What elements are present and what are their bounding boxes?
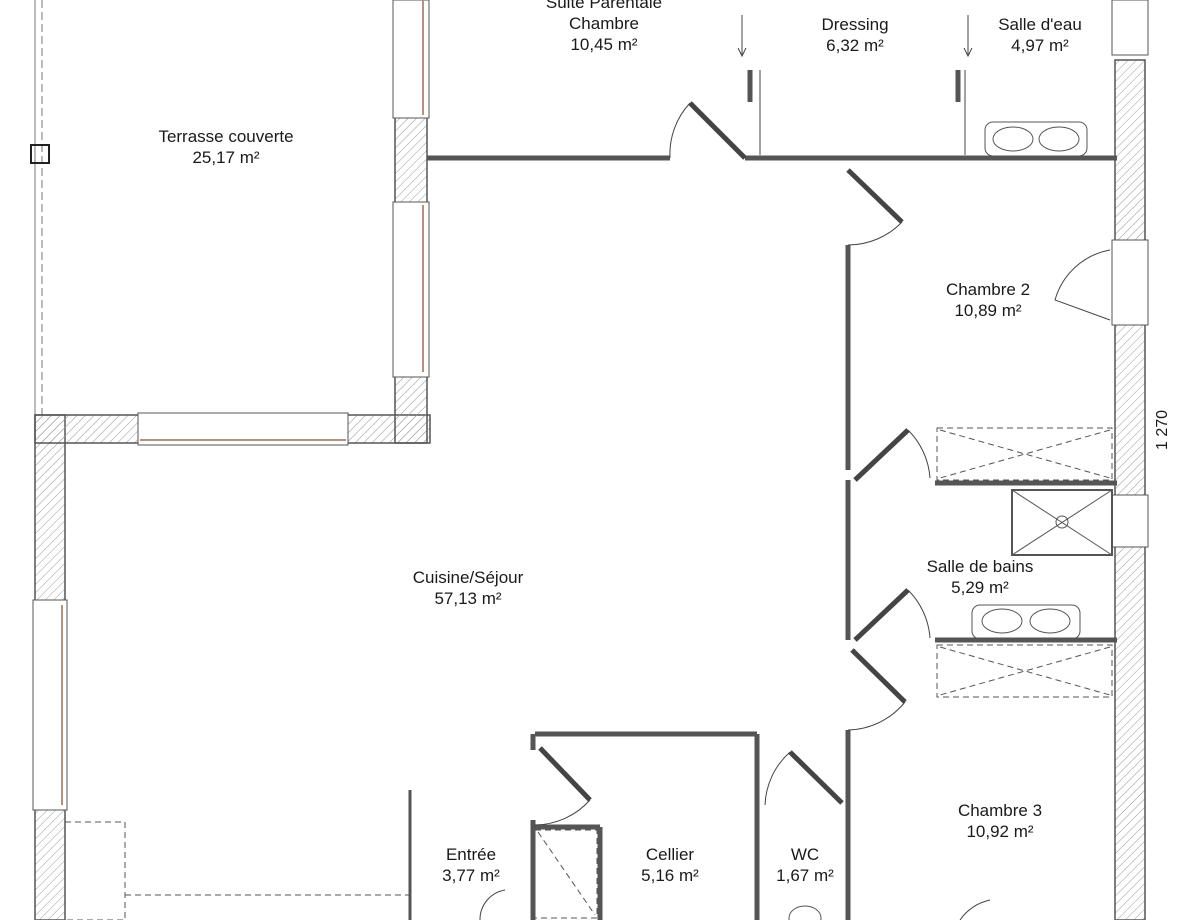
room-name: Chambre bbox=[569, 14, 639, 33]
room-label-salle-eau: Salle d'eau 4,97 m² bbox=[998, 14, 1082, 56]
room-area: 25,17 m² bbox=[192, 148, 260, 167]
room-area: 10,45 m² bbox=[570, 35, 638, 54]
room-name: WC bbox=[790, 845, 820, 864]
interior-walls bbox=[408, 70, 1117, 920]
room-label-wc: WC 1,67 m² bbox=[776, 844, 834, 886]
room-area: 6,32 m² bbox=[826, 36, 884, 55]
room-area: 1,67 m² bbox=[776, 866, 834, 885]
room-name: Salle de bains bbox=[926, 557, 1034, 576]
room-name: Chambre 2 bbox=[945, 280, 1031, 299]
room-name: Entrée bbox=[445, 845, 497, 864]
room-label-chambre3: Chambre 3 10,92 m² bbox=[958, 800, 1042, 842]
room-label-salle-bains: Salle de bains 5,29 m² bbox=[927, 556, 1034, 598]
room-name: Cuisine/Séjour bbox=[412, 568, 524, 587]
room-area: 57,13 m² bbox=[434, 589, 502, 608]
room-area: 5,16 m² bbox=[641, 866, 699, 885]
doors bbox=[479, 101, 1111, 920]
closet-marks bbox=[737, 15, 973, 155]
room-label-chambre2: Chambre 2 10,89 m² bbox=[946, 279, 1030, 321]
room-area: 5,29 m² bbox=[951, 578, 1009, 597]
room-name: Suite Parentale bbox=[545, 0, 663, 12]
room-area: 10,89 m² bbox=[954, 301, 1022, 320]
room-name: Terrasse couverte bbox=[158, 127, 294, 146]
windows bbox=[32, 0, 1149, 811]
room-name: Chambre 3 bbox=[957, 801, 1043, 820]
room-label-cellier: Cellier 5,16 m² bbox=[641, 844, 699, 886]
room-area: 3,77 m² bbox=[442, 866, 500, 885]
terrace-outline bbox=[30, 0, 50, 415]
room-name: Cellier bbox=[645, 845, 695, 864]
room-label-suite: Suite Parentale Chambre 10,45 m² bbox=[546, 0, 662, 55]
room-label-terrasse: Terrasse couverte 25,17 m² bbox=[158, 126, 293, 168]
room-label-cuisine: Cuisine/Séjour 57,13 m² bbox=[413, 567, 524, 609]
room-name: Salle d'eau bbox=[998, 15, 1082, 34]
room-area: 4,97 m² bbox=[1011, 36, 1069, 55]
room-label-dressing: Dressing 6,32 m² bbox=[821, 14, 888, 56]
room-area: 10,92 m² bbox=[966, 822, 1034, 841]
room-name: Dressing bbox=[821, 15, 889, 34]
room-label-entree: Entrée 3,77 m² bbox=[442, 844, 500, 886]
fixtures bbox=[64, 121, 1113, 920]
dimension-label: 1 270 bbox=[1154, 409, 1171, 451]
